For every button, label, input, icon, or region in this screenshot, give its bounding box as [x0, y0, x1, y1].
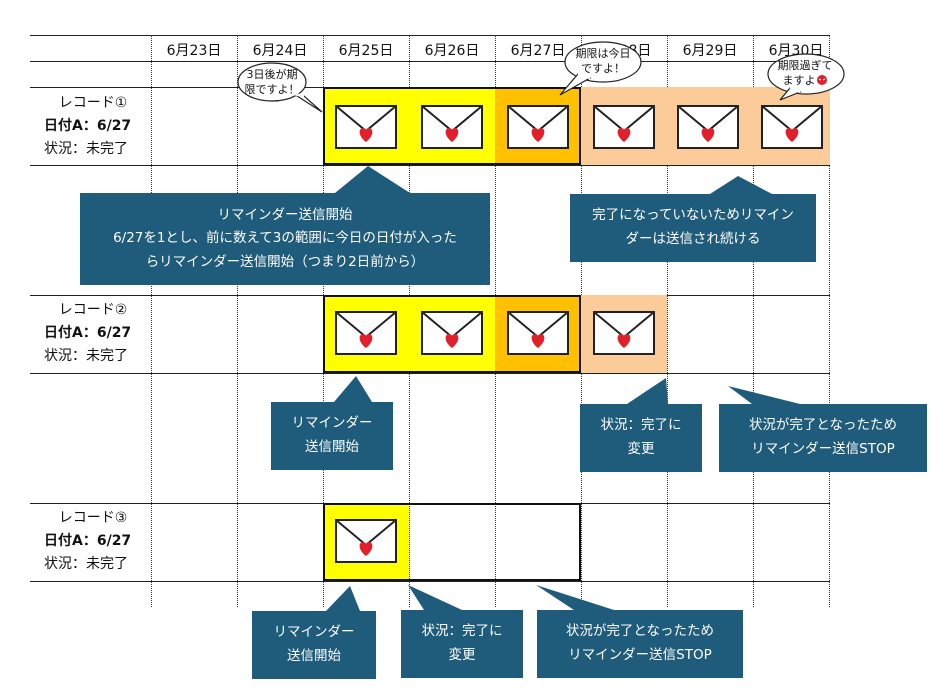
reminder-range-frame — [323, 87, 581, 165]
record-status: 状況：未完了 — [44, 556, 128, 572]
reminder-range-frame — [323, 503, 581, 581]
callout-pointer — [627, 378, 668, 404]
grid-line — [30, 61, 830, 62]
callout-line: 完了になっていないためリマイン — [592, 207, 794, 224]
callout-r3-stop: 状況が完了となったため リマインダー送信STOP — [537, 610, 743, 678]
envelope-heart-icon — [593, 105, 655, 149]
record-label-1: レコード① 日付A：6/27 状況：未完了 — [30, 92, 150, 161]
envelope-heart-icon — [507, 311, 569, 355]
callout-r3-changed: 状況：完了に 変更 — [401, 610, 523, 678]
reminder-range-frame — [323, 295, 581, 373]
record-name: レコード② — [58, 302, 128, 318]
callout-r2-changed: 状況：完了に 変更 — [580, 404, 702, 472]
envelope-heart-icon — [335, 105, 397, 149]
callout-pointer — [536, 585, 614, 610]
grid-line — [30, 373, 830, 374]
date-label: 6月26日 — [424, 43, 480, 59]
callout-r1-start: リマインダー送信開始 6/27を1とし、前に数えて3の範囲に今日の日付が入った … — [80, 193, 490, 285]
speech-bubble-three-days — [237, 62, 307, 102]
callout-line: 送信開始 — [305, 439, 359, 455]
date-label: 6月23日 — [166, 43, 222, 59]
date-label: 6月24日 — [252, 43, 308, 59]
record-label-3: レコード③ 日付A：6/27 状況：未完了 — [30, 507, 150, 576]
callout-line: リマインダー — [291, 415, 373, 432]
callout-line: 状況が完了となったため — [748, 417, 898, 434]
callout-pointer — [710, 176, 772, 194]
bubble-line: ですよ！ — [581, 61, 625, 75]
bubble-line: 期限過ぎて — [777, 59, 833, 72]
bubble-line: 3日後が期 — [246, 68, 298, 81]
bubble-line: 期限は今日 — [575, 47, 631, 60]
callout-line: 状況：完了に — [600, 417, 682, 434]
callout-line: 変更 — [627, 441, 655, 457]
envelope-heart-icon — [335, 311, 397, 355]
record-name: レコード① — [58, 95, 128, 111]
callout-pointer — [728, 386, 800, 404]
grid-column-line — [667, 35, 668, 607]
record-label-2: レコード② 日付A：6/27 状況：未完了 — [30, 299, 150, 368]
envelope-heart-icon — [421, 105, 483, 149]
date-label: 6月25日 — [338, 43, 394, 59]
envelope-heart-icon — [593, 311, 655, 355]
callout-r3-start: リマインダー 送信開始 — [252, 611, 376, 679]
angry-face-icon — [817, 75, 827, 85]
bubble-line: 限ですよ！ — [244, 82, 300, 96]
callout-r2-start: リマインダー 送信開始 — [271, 402, 393, 470]
callout-line: リマインダー送信STOP — [568, 647, 712, 663]
grid-line — [30, 581, 830, 582]
callout-line: リマインダー — [273, 624, 355, 641]
record-date-a: 日付A：6/27 — [44, 533, 132, 549]
callout-line: 送信開始 — [287, 648, 341, 664]
callout-line: 変更 — [448, 647, 476, 663]
bubble-three-days-text: 3日後が期 限ですよ！ — [240, 68, 304, 98]
envelope-heart-icon — [421, 311, 483, 355]
callout-line: 状況：完了に — [421, 623, 503, 640]
record-date-a: 日付A：6/27 — [44, 118, 132, 134]
bubble-today-text: 期限は今日 ですよ！ — [566, 47, 640, 77]
grid-column-line — [753, 35, 754, 607]
callout-pointer — [335, 166, 410, 193]
callout-line: リマインダー送信開始 — [217, 206, 353, 223]
record-status: 状況：未完了 — [44, 141, 128, 157]
callout-r2-stop: 状況が完了となったため リマインダー送信STOP — [719, 404, 927, 472]
callout-pointer — [334, 376, 372, 402]
date-label: 6月29日 — [682, 43, 738, 59]
grid-line — [30, 165, 830, 166]
record-name: レコード③ — [58, 510, 128, 526]
date-label: 6月27日 — [510, 43, 566, 59]
grid-column-line — [237, 35, 238, 607]
envelope-heart-icon — [335, 519, 397, 563]
grid-column-line — [829, 35, 830, 607]
grid-column-line — [151, 35, 152, 607]
bubble-overdue-text: 期限過ぎて ますよ — [768, 59, 842, 89]
bubble-line: ますよ — [782, 73, 816, 87]
callout-r1-continue: 完了になっていないためリマイン ダーは送信され続ける — [570, 194, 816, 262]
envelope-heart-icon — [507, 105, 569, 149]
callout-line: 状況が完了となったため — [565, 623, 715, 640]
callout-line: らリマインダー送信開始（つまり2日前から） — [145, 253, 425, 270]
record-status: 状況：未完了 — [44, 348, 128, 364]
record-date-a: 日付A：6/27 — [44, 325, 132, 341]
callout-pointer — [408, 585, 462, 610]
callout-line: リマインダー送信STOP — [751, 441, 895, 457]
callout-line: 6/27を1とし、前に数えて3の範囲に今日の日付が入った — [113, 230, 457, 247]
envelope-heart-icon — [761, 105, 823, 149]
envelope-heart-icon — [677, 105, 739, 149]
callout-pointer — [326, 586, 360, 611]
speech-bubble-today — [564, 41, 642, 83]
callout-line: ダーは送信され続ける — [625, 231, 761, 247]
grid-line — [30, 35, 830, 36]
